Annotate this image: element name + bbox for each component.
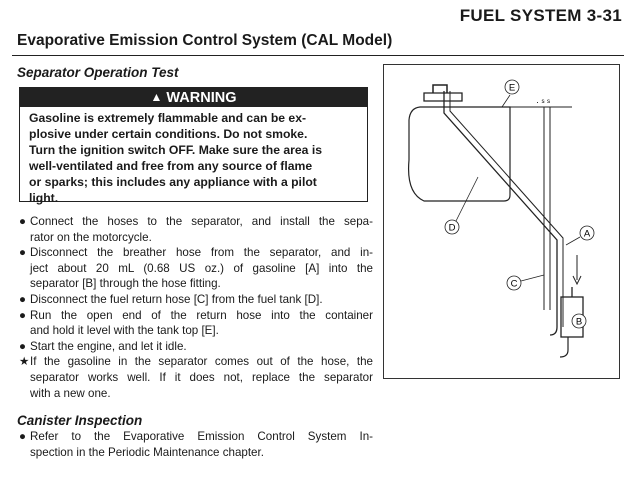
canister-inspection-heading: Canister Inspection bbox=[17, 413, 143, 428]
bullet-icon: ● bbox=[19, 430, 27, 443]
step-line: with a new one. bbox=[30, 386, 111, 400]
callout-circle-a bbox=[579, 225, 595, 241]
canister-inspection-steps: ● Refer to the Evaporative Emission Cont… bbox=[19, 429, 373, 460]
step-line: Connect the hoses to the separator, and … bbox=[30, 215, 373, 228]
list-item: ● Disconnect the breather hose from the … bbox=[19, 245, 373, 292]
separator-test-figure: · ˢ ˢ E D A C B bbox=[383, 64, 620, 379]
callout-label-b: B bbox=[576, 317, 582, 328]
separator-test-diagram: · ˢ ˢ E D A C B bbox=[407, 79, 595, 358]
step-line: rator on the motorcycle. bbox=[30, 230, 152, 244]
bullet-icon: ● bbox=[19, 215, 27, 228]
filler-cap bbox=[423, 92, 463, 102]
callout-circle-e bbox=[504, 79, 520, 95]
warning-triangle-icon: ▲ bbox=[150, 90, 163, 104]
separator-test-steps: ● Connect the hoses to the separator, an… bbox=[19, 214, 373, 401]
callout-label-e: E bbox=[509, 83, 515, 94]
list-item: ● Disconnect the fuel return hose [C] fr… bbox=[19, 292, 373, 308]
fumes-icon: · ˢ ˢ bbox=[536, 97, 550, 107]
step-line: If the gasoline in the separator comes o… bbox=[30, 355, 373, 369]
callout-leader-a bbox=[565, 236, 581, 246]
callout-circle-c bbox=[506, 275, 522, 291]
warning-line: or sparks; this includes any appliance w… bbox=[29, 175, 317, 190]
bullet-icon: ● bbox=[19, 339, 27, 353]
filler-neck bbox=[432, 84, 448, 93]
callout-circle-b bbox=[571, 313, 587, 329]
list-item: ● Refer to the Evaporative Emission Cont… bbox=[19, 429, 373, 460]
step-line: Run the open end of the return hose into… bbox=[30, 308, 373, 322]
list-item: ● Run the open end of the return hose in… bbox=[19, 308, 373, 339]
fuel-tank-outline bbox=[407, 106, 511, 202]
list-item: ● Start the engine, and let it idle. bbox=[19, 339, 373, 355]
callout-circle-d bbox=[444, 219, 460, 235]
section-title: Evaporative Emission Control System (CAL… bbox=[17, 32, 393, 49]
container-tube bbox=[543, 107, 551, 310]
return-hose-inner bbox=[449, 91, 564, 327]
list-item: ● Connect the hoses to the separator, an… bbox=[19, 214, 373, 245]
callout-label-d: D bbox=[449, 223, 456, 234]
warning-line: Turn the ignition switch OFF. Make sure … bbox=[29, 143, 323, 158]
warning-banner: ▲WARNING bbox=[20, 88, 367, 107]
step-line: Disconnect the fuel return hose [C] from… bbox=[30, 292, 323, 306]
callout-label-a: A bbox=[584, 229, 591, 240]
separator-test-heading: Separator Operation Test bbox=[17, 65, 179, 80]
callout-label-c: C bbox=[511, 279, 518, 290]
return-hose bbox=[443, 91, 558, 336]
gasoline-arrow-icon bbox=[572, 275, 582, 286]
callout-leader-e bbox=[501, 94, 511, 108]
warning-label: WARNING bbox=[166, 90, 237, 106]
step-line: spection in the Periodic Maintenance cha… bbox=[30, 445, 264, 459]
list-item: ★ If the gasoline in the separator comes… bbox=[19, 354, 373, 401]
step-line: Disconnect the breather hose from the se… bbox=[30, 246, 373, 260]
warning-box: ▲WARNING Gasoline is extremely flammable… bbox=[19, 87, 368, 205]
page-header: FUEL SYSTEM 3-31 bbox=[459, 6, 622, 25]
bullet-icon: ● bbox=[19, 246, 27, 260]
callout-leader-c bbox=[520, 274, 545, 282]
callout-leader-d bbox=[455, 176, 479, 222]
step-line: separator works well. If it does not, re… bbox=[30, 370, 373, 384]
warning-line: well-ventilated and free from any source… bbox=[29, 159, 313, 174]
warning-text: Gasoline is extremely flammable and can … bbox=[20, 107, 367, 207]
bullet-icon: ● bbox=[19, 308, 27, 322]
header-rule bbox=[12, 55, 624, 56]
step-line: and hold it level with the tank top [E]. bbox=[30, 324, 219, 338]
step-line: ject about 20 mL (0.68 US oz.) of gasoli… bbox=[30, 261, 373, 275]
warning-line: plosive under certain conditions. Do not… bbox=[29, 127, 308, 142]
step-line: Refer to the Evaporative Emission Contro… bbox=[30, 430, 373, 443]
star-icon: ★ bbox=[19, 355, 30, 369]
step-line: Start the engine, and let it idle. bbox=[30, 339, 187, 353]
step-line: separator [B] through the hose fitting. bbox=[30, 277, 221, 291]
bullet-icon: ● bbox=[19, 292, 27, 306]
separator-outlet-hose bbox=[559, 337, 569, 358]
warning-line: light. bbox=[29, 191, 59, 206]
warning-line: Gasoline is extremely flammable and can … bbox=[29, 111, 307, 125]
